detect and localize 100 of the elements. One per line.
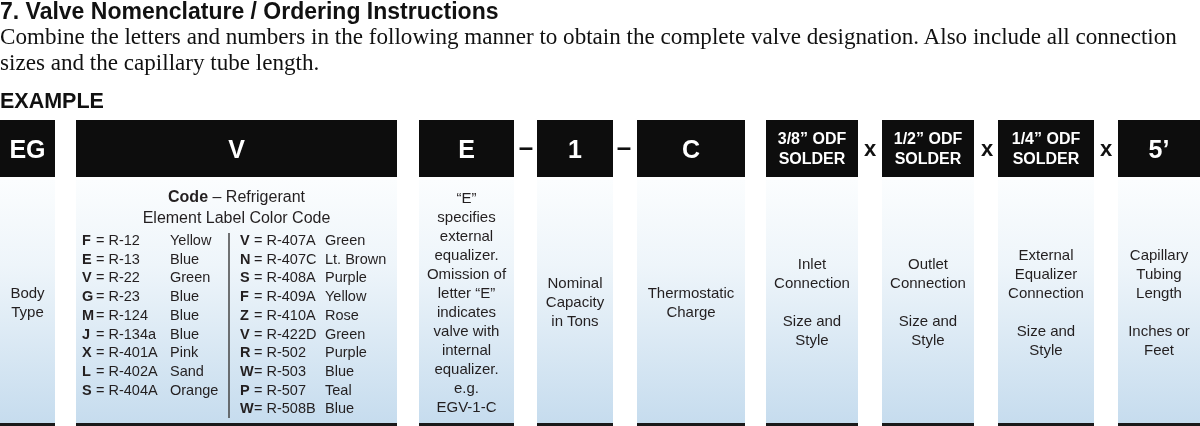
section-heading: EXAMPLE	[0, 90, 104, 113]
refrigerant-code: R	[240, 343, 251, 362]
label-color-name: Green	[170, 268, 211, 287]
dash-separator: –	[518, 133, 534, 161]
code-value: 1/4” ODF SOLDER	[1010, 128, 1082, 169]
panel-heading: Code – Refrigerant Element Label Color Code	[141, 187, 332, 228]
code-value: 3/8” ODF SOLDER	[776, 128, 848, 169]
refrigerant-number: = R-13	[96, 249, 140, 268]
code-value: C	[681, 134, 701, 163]
refrigerant-code: W	[240, 399, 254, 418]
refrigerant-code: S	[82, 380, 92, 399]
refrigerant-number: = R-407A	[254, 231, 316, 249]
refrigerant-code: G	[82, 287, 94, 306]
refrigerant-code: W	[240, 361, 254, 380]
refrigerant-code: L	[82, 361, 91, 380]
refrigerant-code: V	[240, 231, 250, 249]
description-text: “E” specifies external equalizer. Omission of letter “E” indicates valve with internal equalizer.	[426, 187, 507, 378]
times-separator: x	[980, 137, 994, 161]
label-color-name: Yellow	[325, 287, 367, 306]
description-panel	[419, 180, 514, 426]
label-color-name: Blue	[170, 249, 200, 268]
description-text: Nominal Capacity in Tons	[544, 273, 606, 330]
description-panel	[1118, 180, 1200, 426]
refrigerant-number: = R-410A	[254, 305, 316, 324]
refrigerant-number: = R-422D	[254, 324, 317, 343]
code-value: EG	[9, 134, 46, 163]
code-value: 1	[568, 134, 582, 163]
code-value: 5’	[1148, 134, 1170, 163]
description-text: Size and Style	[1015, 320, 1077, 359]
code-value: V	[228, 134, 245, 163]
code-segment-box	[998, 120, 1094, 177]
page-title: 7. Valve Nomenclature / Ordering Instructions	[0, 0, 499, 24]
code-segment-box	[76, 120, 397, 177]
label-color-name: Blue	[170, 305, 200, 324]
code-segment-box	[637, 120, 745, 177]
refrigerant-number: = R-402A	[96, 361, 158, 380]
refrigerant-code: V	[240, 324, 250, 343]
label-color-name: Orange	[170, 380, 219, 399]
label-color-name: Blue	[325, 361, 355, 380]
refrigerant-number: = R-502	[254, 343, 306, 362]
code-value: E	[458, 134, 475, 163]
refrigerant-number: = R-404A	[96, 380, 158, 399]
label-color-name: Lt. Brown	[325, 249, 387, 268]
refrigerant-number: = R-22	[96, 268, 140, 287]
refrigerant-number: = R-407C	[254, 249, 317, 268]
refrigerant-code: F	[82, 231, 91, 249]
description-text: External Equalizer Connection	[1007, 244, 1085, 302]
refrigerant-code: F	[240, 287, 249, 306]
refrigerant-number: = R-134a	[96, 324, 157, 343]
description-panel	[766, 180, 858, 426]
times-separator: x	[1099, 137, 1113, 161]
description-text: Inlet Connection	[773, 254, 851, 292]
refrigerant-number: = R-401A	[96, 343, 158, 362]
refrigerant-number: = R-23	[96, 287, 140, 306]
refrigerant-number: = R-12	[96, 231, 140, 249]
description-text: Body Type	[9, 282, 46, 321]
label-color-name: Green	[325, 324, 366, 343]
refrigerant-number: = R-408A	[254, 268, 316, 287]
code-segment-box	[0, 120, 55, 177]
refrigerant-code: M	[82, 305, 95, 324]
label-color-name: Sand	[170, 361, 204, 380]
refrigerant-code: X	[82, 343, 92, 362]
description-text: Inches or Feet	[1127, 320, 1191, 359]
description-panel	[0, 180, 55, 426]
label-color-name: Blue	[170, 287, 200, 306]
refrigerant-code: N	[240, 249, 251, 268]
refrigerant-code: V	[82, 268, 92, 287]
description-panel	[637, 180, 745, 426]
color-code-panel	[76, 180, 397, 426]
description-text: Size and Style	[781, 311, 843, 349]
refrigerant-number: = R-124	[96, 305, 148, 324]
description-text: e.g. EGV-1-C	[435, 377, 498, 416]
refrigerant-code: S	[240, 268, 250, 287]
label-color-name: Blue	[170, 324, 200, 343]
refrigerant-number: = R-409A	[254, 287, 316, 306]
label-color-name: Green	[325, 231, 366, 249]
refrigerant-code: J	[82, 324, 91, 343]
description-text: Thermostatic Charge	[646, 282, 736, 321]
label-color-name: Blue	[325, 399, 355, 418]
label-color-name: Purple	[325, 268, 367, 287]
description-text: Outlet Connection	[889, 254, 967, 292]
code-segment-box	[882, 120, 974, 177]
description-panel	[998, 180, 1094, 426]
refrigerant-number: = R-503	[254, 361, 306, 380]
description-text: Capillary Tubing Length	[1128, 244, 1190, 302]
label-color-name: Purple	[325, 343, 367, 362]
refrigerant-number: = R-508B	[254, 399, 316, 418]
description-panel	[537, 180, 613, 426]
label-color-name: Pink	[170, 343, 199, 362]
code-segment-box	[419, 120, 514, 177]
code-segment-box	[1118, 120, 1200, 177]
refrigerant-number: = R-507	[254, 380, 306, 399]
code-segment-box	[537, 120, 613, 177]
dash-separator: –	[616, 133, 632, 161]
description-panel	[882, 180, 974, 426]
code-value: 1/2” ODF SOLDER	[892, 128, 964, 169]
description-text: Size and Style	[897, 311, 959, 349]
code-segment-box	[766, 120, 858, 177]
label-color-name: Teal	[325, 380, 352, 399]
refrigerant-code: E	[82, 249, 92, 268]
